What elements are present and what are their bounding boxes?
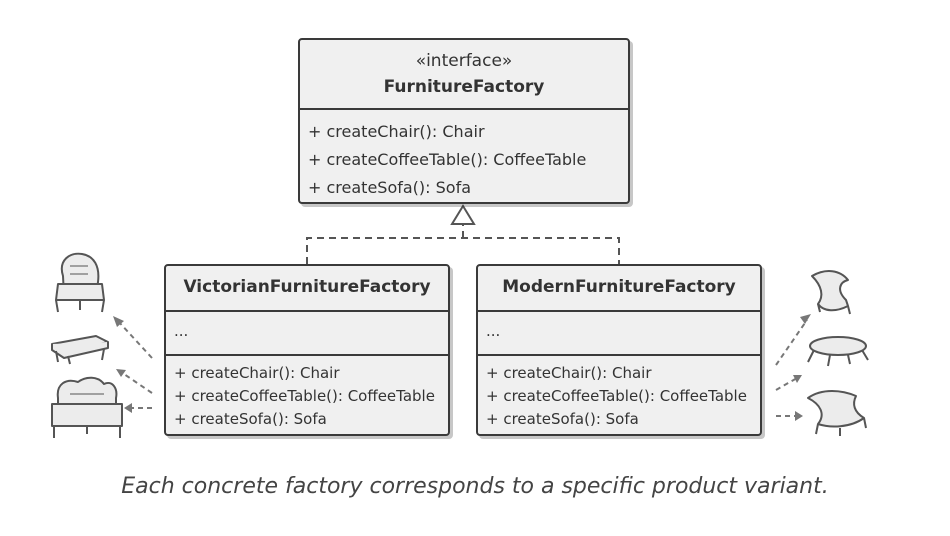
arrow-to-modern-chair: [775, 319, 808, 366]
victorian-factory-name: VictorianFurnitureFactory: [183, 277, 431, 297]
modern-coffee-table-icon: [807, 336, 869, 367]
arrow-to-modern-table: [775, 377, 798, 391]
interface-stereotype: «interface»: [415, 51, 513, 71]
interface-class-box: «interface» FurnitureFactory + createCha…: [298, 38, 630, 204]
modern-sofa-icon: [807, 390, 867, 436]
victorian-factory-box: VictorianFurnitureFactory ... + createCh…: [164, 264, 450, 436]
victorian-sofa-icon: [51, 376, 123, 438]
method-create-coffee-table: + createCoffeeTable(): CoffeeTable: [308, 150, 587, 169]
victorian-methods: + createChair(): Chair + createCoffeeTab…: [166, 354, 448, 434]
modern-factory-box: ModernFurnitureFactory ... + createChair…: [476, 264, 762, 436]
figure-caption: Each concrete factory corresponds to a s…: [121, 474, 829, 499]
inheritance-arrowhead: [450, 204, 476, 225]
method-create-coffee-table: + createCoffeeTable(): CoffeeTable: [174, 387, 435, 405]
modern-fields: ...: [478, 310, 760, 354]
victorian-fields: ...: [166, 310, 448, 354]
modern-factory-name: ModernFurnitureFactory: [502, 277, 736, 297]
realization-connector: [306, 224, 620, 264]
method-create-sofa: + createSofa(): Sofa: [486, 410, 639, 428]
interface-name: FurnitureFactory: [383, 77, 545, 97]
interface-methods: + createChair(): Chair + createCoffeeTab…: [300, 108, 628, 202]
modern-methods: + createChair(): Chair + createCoffeeTab…: [478, 354, 760, 434]
victorian-armchair-icon: [55, 252, 105, 313]
method-create-chair: + createChair(): Chair: [308, 122, 485, 141]
method-create-chair: + createChair(): Chair: [174, 364, 340, 382]
method-create-coffee-table: + createCoffeeTable(): CoffeeTable: [486, 387, 747, 405]
method-create-chair: + createChair(): Chair: [486, 364, 652, 382]
method-create-sofa: + createSofa(): Sofa: [308, 178, 472, 197]
modern-chair-icon: [811, 270, 851, 315]
interface-header: «interface» FurnitureFactory: [300, 40, 628, 108]
arrow-to-coffee-table: [120, 371, 153, 394]
method-create-sofa: + createSofa(): Sofa: [174, 410, 327, 428]
arrow-to-armchair: [117, 320, 153, 359]
victorian-coffee-table-icon: [51, 335, 109, 365]
